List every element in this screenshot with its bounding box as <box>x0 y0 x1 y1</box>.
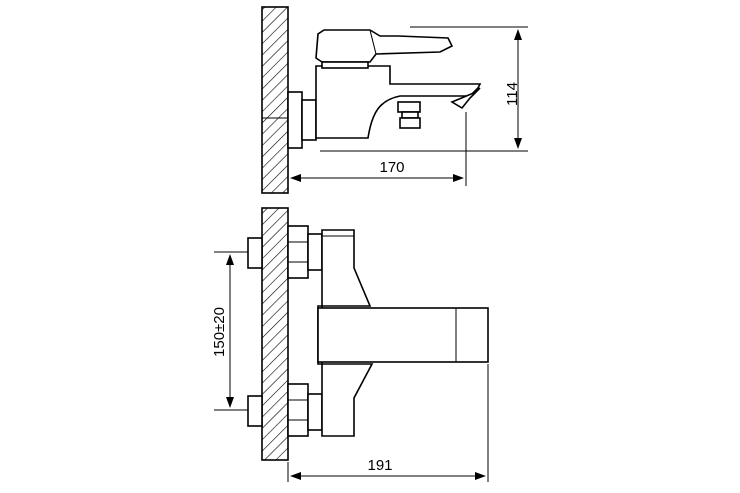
side-view: 114 170 <box>261 6 528 194</box>
side-faucet-body <box>315 65 482 139</box>
side-wall <box>261 6 289 194</box>
side-lever-handle <box>315 29 454 63</box>
front-faucet-body <box>317 229 374 437</box>
dim-150-label: 150±20 <box>211 307 228 357</box>
front-spout <box>317 307 489 363</box>
front-lower-nut <box>247 395 263 427</box>
dim-191-label: 191 <box>367 457 392 474</box>
front-wall <box>261 207 289 461</box>
dim-114-label: 114 <box>504 82 521 106</box>
side-mount-nut <box>287 91 303 149</box>
side-aerator <box>397 101 421 113</box>
front-upper-nut <box>247 237 263 269</box>
dim-170-label: 170 <box>379 159 404 176</box>
front-view: 150±20 191 <box>211 207 489 482</box>
side-mount-flange <box>301 99 317 141</box>
